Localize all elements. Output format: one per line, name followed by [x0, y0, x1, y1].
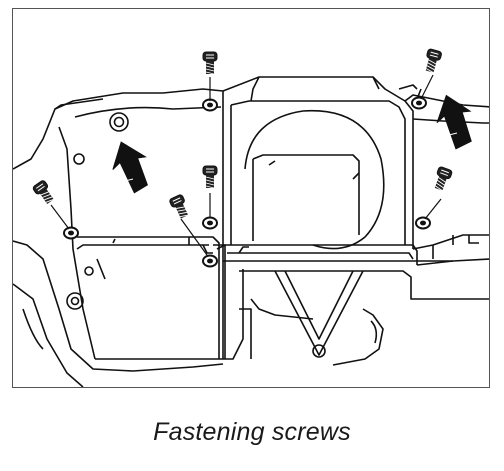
screw-icon	[422, 47, 443, 74]
up-arrow-icon	[436, 94, 472, 150]
screw-holes	[63, 96, 431, 268]
assembly-illustration	[13, 47, 489, 387]
screw-icon	[431, 165, 454, 193]
illustration-frame	[12, 8, 490, 388]
screw-icon	[202, 51, 218, 75]
figure-caption: Fastening screws	[153, 418, 351, 446]
screw-icon	[168, 193, 192, 221]
up-arrow-icon	[112, 141, 148, 194]
screw-icon	[202, 165, 218, 189]
screw-icon	[31, 179, 57, 207]
